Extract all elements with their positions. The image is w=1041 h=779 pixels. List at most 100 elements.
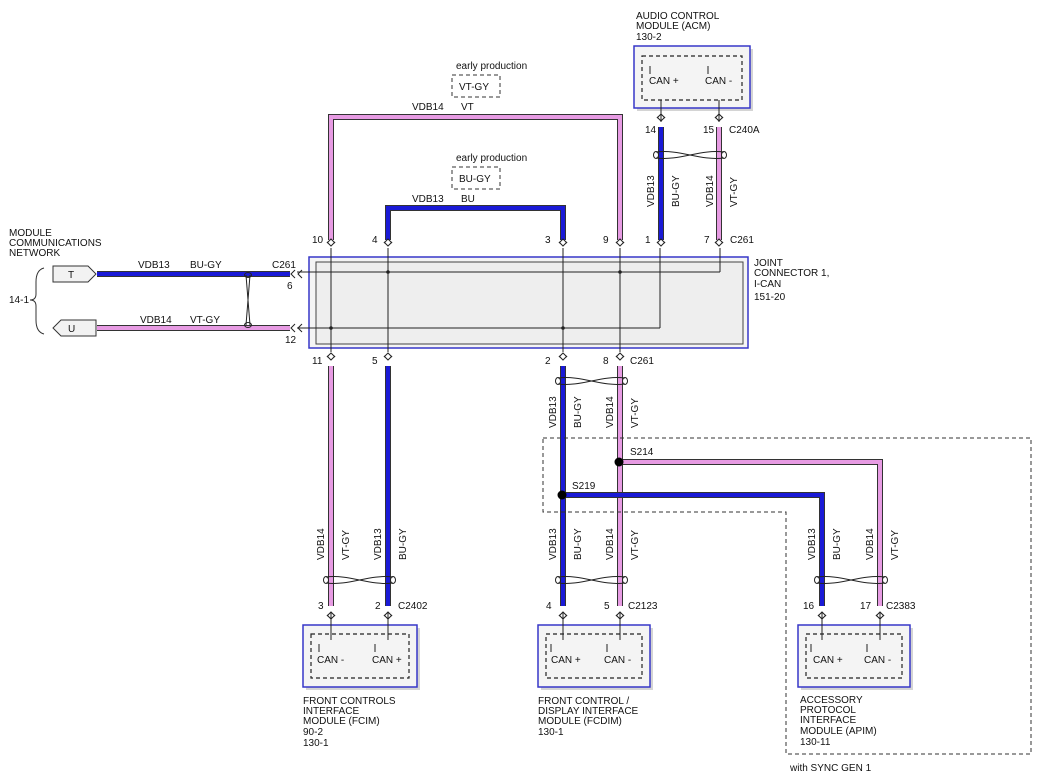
- fcdim-wire-a-code: VDB13: [548, 528, 559, 560]
- network-connector: C261: [272, 260, 296, 271]
- wire-s219-bu[interactable]: [563, 492, 825, 606]
- t-pin: 6: [287, 281, 293, 292]
- wire-loop-vt[interactable]: [328, 114, 623, 240]
- mid-wire-2-code: VDB13: [548, 396, 559, 428]
- pin-arrow-icon: [326, 352, 336, 358]
- mid-wire-2-color: BU-GY: [573, 396, 584, 428]
- loop-vt-note: early production: [456, 61, 527, 72]
- network-brace: [29, 267, 45, 335]
- fcdim-title-2: DISPLAY INTERFACE: [538, 706, 639, 717]
- fcim-pin-b: 2: [375, 601, 381, 612]
- u-wire-color: VT-GY: [190, 315, 220, 326]
- fcim-pin-a: 3: [318, 601, 324, 612]
- pin-arrow-icon: [326, 241, 336, 247]
- apim-module[interactable]: [797, 624, 913, 690]
- splice-s214-label: S214: [630, 447, 654, 458]
- fcdim-title-3: MODULE (FCDIM): [538, 716, 622, 727]
- terminal-t[interactable]: T: [52, 265, 97, 283]
- acm-wire-a-code: VDB13: [646, 175, 657, 207]
- splice-s219-label: S219: [572, 481, 596, 492]
- fcim-module[interactable]: [302, 624, 420, 690]
- fcim-wire-a-color: VT-GY: [341, 530, 352, 560]
- t-wire-code: VDB13: [138, 260, 170, 271]
- fcdim-wire-b-color: VT-GY: [630, 530, 641, 560]
- acm-module[interactable]: [633, 45, 753, 111]
- pin-arrow-icon: [383, 355, 393, 361]
- acm-pin-a: 14: [645, 125, 657, 136]
- pin-arrow-icon: [875, 611, 885, 617]
- apim-wire-a-code: VDB13: [807, 528, 818, 560]
- fcdim-wire-b-code: VDB14: [605, 528, 616, 560]
- acm-pin-b-label: CAN -: [705, 76, 732, 87]
- u-pin: 12: [285, 335, 297, 346]
- acm-pin-a-label: CAN +: [649, 76, 679, 87]
- pin-arrow-icon: [558, 238, 568, 244]
- fcdim-pin-b: 5: [604, 601, 610, 612]
- fcdim-title-4: 130-1: [538, 727, 564, 738]
- wire-loop-bu[interactable]: [385, 205, 566, 240]
- pin-arrow-icon: [615, 611, 625, 617]
- acm-wire-b-code: VDB14: [705, 175, 716, 207]
- fcim-pin-a-label: CAN -: [317, 655, 344, 666]
- pin-arrow-icon: [714, 113, 724, 119]
- joint-connector-1[interactable]: [308, 256, 749, 349]
- mid-wire-8-color: VT-GY: [630, 398, 641, 428]
- pin-arrow-icon: [656, 238, 666, 244]
- fcim-title-2: INTERFACE: [303, 706, 359, 717]
- fcdim-module[interactable]: [537, 624, 653, 690]
- jc-top-pin-4: 4: [372, 235, 378, 246]
- twist-fcim: [323, 576, 396, 584]
- twist-network: [244, 272, 252, 328]
- jc-label-2: CONNECTOR 1,: [754, 268, 829, 279]
- pin-arrow-icon: [558, 241, 568, 247]
- apim-pin-a: 16: [803, 601, 815, 612]
- pin-arrow-icon: [290, 269, 296, 279]
- pin-arrow-icon: [714, 116, 724, 122]
- jc-top-connector: C261: [730, 235, 754, 246]
- jc-bottom-connector: C261: [630, 356, 654, 367]
- pin-arrow-icon: [297, 323, 303, 333]
- jc-bottom-pin-11: 11: [312, 356, 323, 367]
- terminal-u-label: U: [68, 324, 75, 335]
- network-title-3: NETWORK: [9, 248, 60, 259]
- pin-arrow-icon: [383, 611, 393, 617]
- pin-arrow-icon: [615, 238, 625, 244]
- pin-arrow-icon: [615, 614, 625, 620]
- jc-top-pin-1: 1: [645, 235, 651, 246]
- acm-pin-b: 15: [703, 125, 715, 136]
- pin-arrow-icon: [615, 355, 625, 361]
- loop-vt-color: VT: [461, 102, 474, 113]
- pin-arrow-icon: [656, 113, 666, 119]
- pin-arrow-icon: [558, 352, 568, 358]
- jc-top-pin-10: 10: [312, 235, 324, 246]
- pin-arrow-markers: [290, 113, 885, 620]
- acm-title-3: 130-2: [636, 32, 662, 43]
- terminal-u[interactable]: U: [52, 319, 97, 337]
- pin-arrow-icon: [383, 614, 393, 620]
- pin-arrow-icon: [656, 116, 666, 122]
- pin-arrow-icon: [615, 241, 625, 247]
- loop-bu-color: BU: [461, 194, 475, 205]
- twist-fcdim: [555, 576, 628, 584]
- mid-wire-8-code: VDB14: [605, 396, 616, 428]
- fcdim-pin-a: 4: [546, 601, 552, 612]
- fcdim-pin-b-label: CAN -: [604, 655, 631, 666]
- wires-layer: [97, 100, 883, 640]
- apim-wire-b-color: VT-GY: [890, 530, 901, 560]
- loop-vt-box: VT-GY: [459, 82, 489, 93]
- fcim-wire-b-color: BU-GY: [398, 528, 409, 560]
- apim-wire-b-code: VDB14: [865, 528, 876, 560]
- pin-arrow-icon: [326, 614, 336, 620]
- apim-connector: C2383: [886, 601, 916, 612]
- loop-vt-code: VDB14: [412, 102, 444, 113]
- loop-bu-code: VDB13: [412, 194, 444, 205]
- fcdim-title-1: FRONT CONTROL /: [538, 696, 629, 707]
- option-note: with SYNC GEN 1: [789, 763, 872, 774]
- fcim-pin-b-label: CAN +: [372, 655, 402, 666]
- pin-arrow-icon: [297, 269, 303, 279]
- apim-title-3: INTERFACE: [800, 715, 856, 726]
- wire-s214-vt[interactable]: [620, 459, 883, 606]
- pin-arrow-icon: [875, 614, 885, 620]
- apim-pin-b-label: CAN -: [864, 655, 891, 666]
